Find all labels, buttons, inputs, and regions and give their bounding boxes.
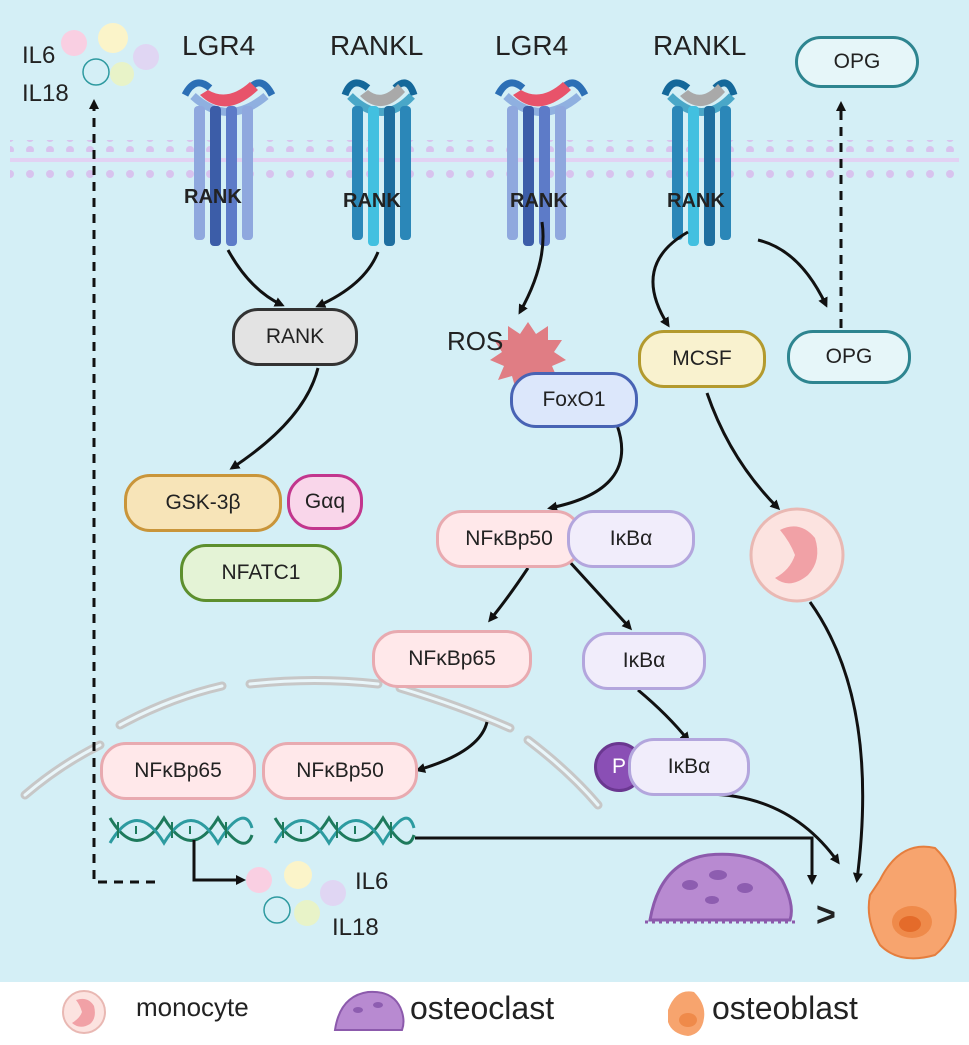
node-nfkbp65: NFκBp65 — [372, 630, 532, 688]
node-nuclear-nfkbp65: NFκBp65 — [100, 742, 256, 800]
receptor-label: RANKL — [653, 30, 747, 61]
node-ikba-complex: IκBα — [567, 510, 695, 568]
arrow-rankl-2-to-opg — [757, 238, 828, 308]
osteoblast-cell — [867, 845, 957, 960]
dna-helix-1 — [108, 815, 254, 846]
dna-helix-2 — [273, 815, 416, 846]
legend-osteoblast-label: osteoblast — [712, 990, 858, 1026]
cytokine-label: IL18 — [332, 914, 379, 941]
legend-osteoclast-label: osteoclast — [410, 990, 555, 1026]
cytokine-label: IL6 — [355, 868, 389, 895]
receptor-label: RANKL — [330, 30, 424, 61]
node-mcsf: MCSF — [638, 330, 766, 388]
node-gaq: Gαq — [287, 474, 363, 530]
legend-monocyte-icon — [62, 990, 106, 1034]
node-rank: RANK — [232, 308, 358, 366]
node-gsk3b: GSK-3β — [124, 474, 282, 532]
arrow-lgr4-2-to-ros — [518, 221, 545, 315]
node-opg: OPG — [787, 330, 911, 384]
arrow-monocyte-to-osteoblast — [808, 601, 865, 883]
monocyte-cell — [749, 507, 845, 603]
cell-membrane — [10, 140, 959, 180]
node-nfatc1: NFATC1 — [180, 544, 342, 602]
arrow-dna-to-cytokines — [192, 840, 246, 885]
arrow-rank-to-gsk3b — [229, 367, 320, 470]
arrow-nfkbp50-to-ikba — [566, 558, 633, 631]
legend-osteoblast-icon — [668, 991, 705, 1036]
membrane-rank-label: RANK — [343, 190, 401, 212]
node-nuclear-nfkbp50: NFκBp50 — [262, 742, 418, 800]
node-ikba-phospho: IκBα — [628, 738, 750, 796]
cytokine-label: IL6 — [22, 42, 56, 69]
cytokine-cluster-top — [61, 23, 159, 86]
node-opg-top: OPG — [795, 36, 919, 88]
comparison-sign: > — [816, 896, 836, 934]
arrow-dna-to-outcome — [415, 836, 817, 885]
cytokine-label: IL18 — [22, 80, 69, 107]
osteoclast-cell — [645, 852, 795, 924]
nuclear-envelope — [20, 676, 603, 810]
membrane-rank-label: RANK — [667, 190, 725, 212]
membrane-rank-label: RANK — [184, 186, 242, 208]
cytokine-cluster-bottom — [246, 861, 346, 926]
receptor-label: LGR4 — [182, 30, 256, 61]
arrow-ikba-to-phospho — [637, 688, 690, 743]
node-foxo1: FoxO1 — [510, 372, 638, 428]
arrow-rankl-2-to-mcsf — [651, 230, 689, 328]
receptor-rankl-1 — [341, 79, 418, 246]
arrow-cytokines-to-top — [89, 99, 155, 884]
membrane-rank-label: RANK — [510, 190, 568, 212]
legend-background — [0, 982, 969, 1045]
arrow-mcsf-to-monocyte — [705, 392, 781, 511]
node-nfkbp50: NFκBp50 — [436, 510, 582, 568]
arrow-rankl-1-to-rank — [315, 251, 380, 308]
arrow-nfkbp50-to-nfkbp65 — [488, 567, 530, 623]
arrow-lgr4-1-to-rank — [226, 249, 285, 307]
receptor-lgr4-1 — [181, 79, 276, 246]
arrow-foxo1-to-nfkbp50 — [547, 424, 624, 512]
receptor-label: LGR4 — [495, 30, 569, 61]
node-ros: ROS — [447, 326, 504, 356]
legend-monocyte-label: monocyte — [136, 992, 249, 1022]
arrows — [89, 99, 865, 885]
arrow-nfkbp65-to-nucleus — [415, 721, 489, 773]
receptor-lgr4-2 — [494, 79, 589, 246]
legend-osteoclast-icon — [333, 990, 405, 1031]
receptor-rankl-2 — [661, 79, 738, 246]
node-ikba-free: IκBα — [582, 632, 706, 690]
